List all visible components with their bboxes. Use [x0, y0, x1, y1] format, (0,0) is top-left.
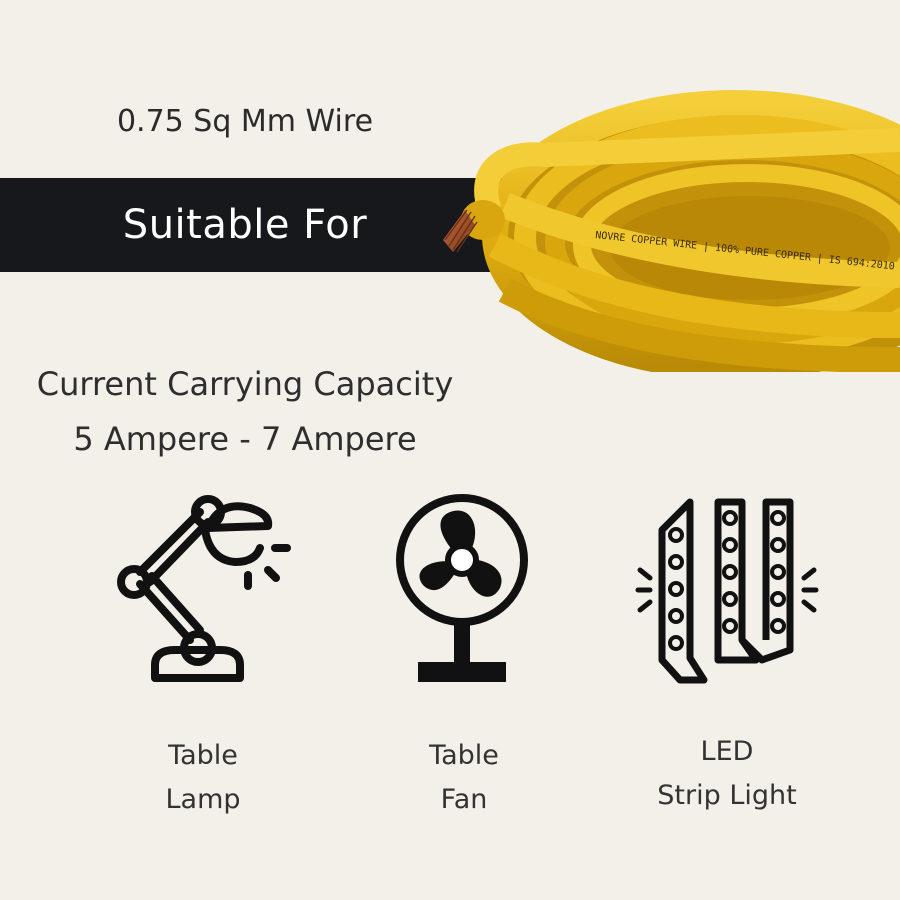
led-strip-icon — [635, 498, 819, 684]
application-label-line2: Strip Light — [657, 780, 797, 811]
application-label-line2: Lamp — [165, 784, 241, 815]
application-label-led-strip: LED Strip Light — [627, 730, 827, 818]
application-label-line1: Table — [168, 740, 238, 771]
application-label-table-lamp: Table Lamp — [103, 734, 303, 822]
suitable-for-text: Suitable For — [122, 202, 368, 248]
wire-coil-image: NOVRE COPPER WIRE | 100% PURE COPPER | I… — [443, 90, 900, 372]
capacity-label: Current Carrying Capacity — [36, 365, 454, 403]
suitable-for-banner — [0, 178, 520, 272]
table-fan-icon — [396, 494, 528, 682]
application-label-line2: Fan — [440, 784, 488, 815]
table-lamp-icon — [117, 495, 291, 682]
application-label-table-fan: Table Fan — [364, 734, 564, 822]
application-label-line1: Table — [429, 740, 499, 771]
application-label-line1: LED — [700, 736, 754, 767]
wire-size-title: 0.75 Sq Mm Wire — [116, 104, 374, 139]
copper-conductor-icon — [443, 209, 478, 253]
capacity-value: 5 Ampere - 7 Ampere — [73, 420, 417, 458]
